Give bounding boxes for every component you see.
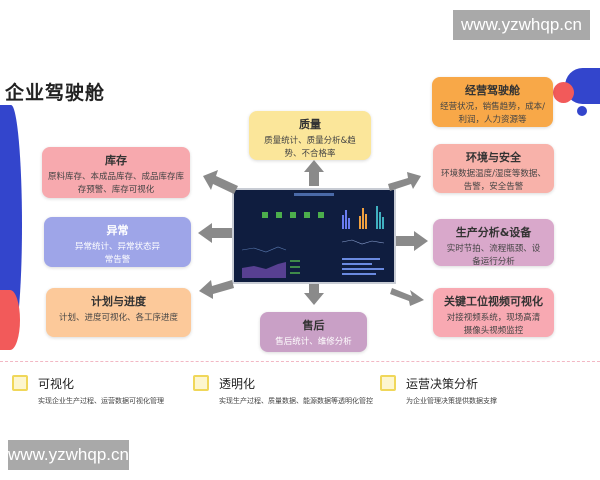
module-desc: 原料库存、本成品库存、成品库存库存预警、库存可视化 xyxy=(47,172,184,195)
module-quality: 质量质量统计、质量分析&趋势、不合格率 xyxy=(249,111,371,160)
decor-red-circle-top xyxy=(553,82,574,103)
line-chart-icon xyxy=(193,375,209,391)
watermark-bottom: www.yzwhqp.cn xyxy=(8,440,129,470)
module-title: 质量 xyxy=(299,118,321,131)
feature-transparency: 透明化实现生产过程、质量数据、能源数据等透明化管控 xyxy=(193,375,373,406)
module-key-station-video: 关键工位视频可视化对接视频系统，现场高清摄像头视频监控 xyxy=(433,288,554,337)
module-title: 计划与进度 xyxy=(91,295,146,308)
dashboard-graphic xyxy=(241,193,385,278)
module-title: 生产分析&设备 xyxy=(455,226,532,239)
module-exception: 异常异常统计、异常状态异常告警 xyxy=(44,217,191,267)
arrow-to-plan xyxy=(199,280,234,299)
arrow-to-production xyxy=(396,231,428,251)
module-inventory: 库存原料库存、本成品库存、成品库存库存预警、库存可视化 xyxy=(42,147,190,198)
feature-title: 透明化 xyxy=(219,377,256,391)
decor-blue-circle xyxy=(0,105,22,345)
arrow-to-exception xyxy=(198,223,232,243)
module-plan-progress: 计划与进度计划、进度可视化、各工序进度 xyxy=(46,288,191,337)
feature-desc: 实现生产过程、质量数据、能源数据等透明化管控 xyxy=(219,397,373,405)
module-desc: 计划、进度可视化、各工序进度 xyxy=(58,313,178,323)
module-desc: 售后统计、维修分析 xyxy=(275,337,352,347)
presentation-board-icon xyxy=(12,375,28,391)
module-desc: 环境数据温度/湿度等数据、告警，安全告警 xyxy=(441,169,546,192)
connector-arrows xyxy=(198,160,428,306)
module-production-equipment: 生产分析&设备实时节拍、流程瓶颈、设备运行分析 xyxy=(433,219,554,267)
module-title: 关键工位视频可视化 xyxy=(444,295,543,308)
feature-title: 可视化 xyxy=(38,377,75,391)
feature-desc: 实现企业生产过程、运营数据可视化管理 xyxy=(38,397,164,405)
module-desc: 异常统计、异常状态异常告警 xyxy=(74,242,160,265)
arrow-to-environment xyxy=(388,172,421,191)
decor-blue-dot xyxy=(577,106,587,116)
module-business-cockpit: 经营驾驶舱经营状况，销售趋势，成本/利润，人力资源等 xyxy=(432,77,553,127)
module-title: 异常 xyxy=(106,224,129,237)
module-title: 环境与安全 xyxy=(466,151,521,164)
module-environment-safety: 环境与安全环境数据温度/湿度等数据、告警，安全告警 xyxy=(433,144,554,193)
module-after-sales: 售后售后统计、维修分析 xyxy=(260,312,367,352)
arrow-to-after-sales xyxy=(304,284,324,305)
module-title: 售后 xyxy=(302,319,325,332)
module-desc: 实时节拍、流程瓶颈、设备运行分析 xyxy=(446,244,541,267)
feature-decision-analysis: 运营决策分析为企业管理决策提供数据支撑 xyxy=(380,375,497,406)
module-title: 库存 xyxy=(105,154,127,167)
module-title: 经营驾驶舱 xyxy=(465,84,520,97)
page-title: 企业驾驶舱 xyxy=(5,82,106,104)
feature-title: 运营决策分析 xyxy=(406,377,479,391)
watermark-top: www.yzwhqp.cn xyxy=(453,10,590,40)
feature-visualization: 可视化实现企业生产过程、运营数据可视化管理 xyxy=(12,375,164,406)
module-desc: 对接视频系统，现场高清摄像头视频监控 xyxy=(446,313,541,336)
module-desc: 质量统计、质量分析&趋势、不合格率 xyxy=(264,136,356,159)
divider xyxy=(0,361,600,362)
dashboard-screenshot xyxy=(232,188,396,284)
decor-red-circle xyxy=(0,290,20,350)
calculator-icon xyxy=(380,375,396,391)
arrow-to-quality xyxy=(304,160,324,186)
arrow-to-video xyxy=(390,288,424,306)
module-desc: 经营状况，销售趋势，成本/利润，人力资源等 xyxy=(440,102,545,125)
arrow-to-inventory xyxy=(203,170,238,194)
feature-desc: 为企业管理决策提供数据支撑 xyxy=(406,397,497,405)
